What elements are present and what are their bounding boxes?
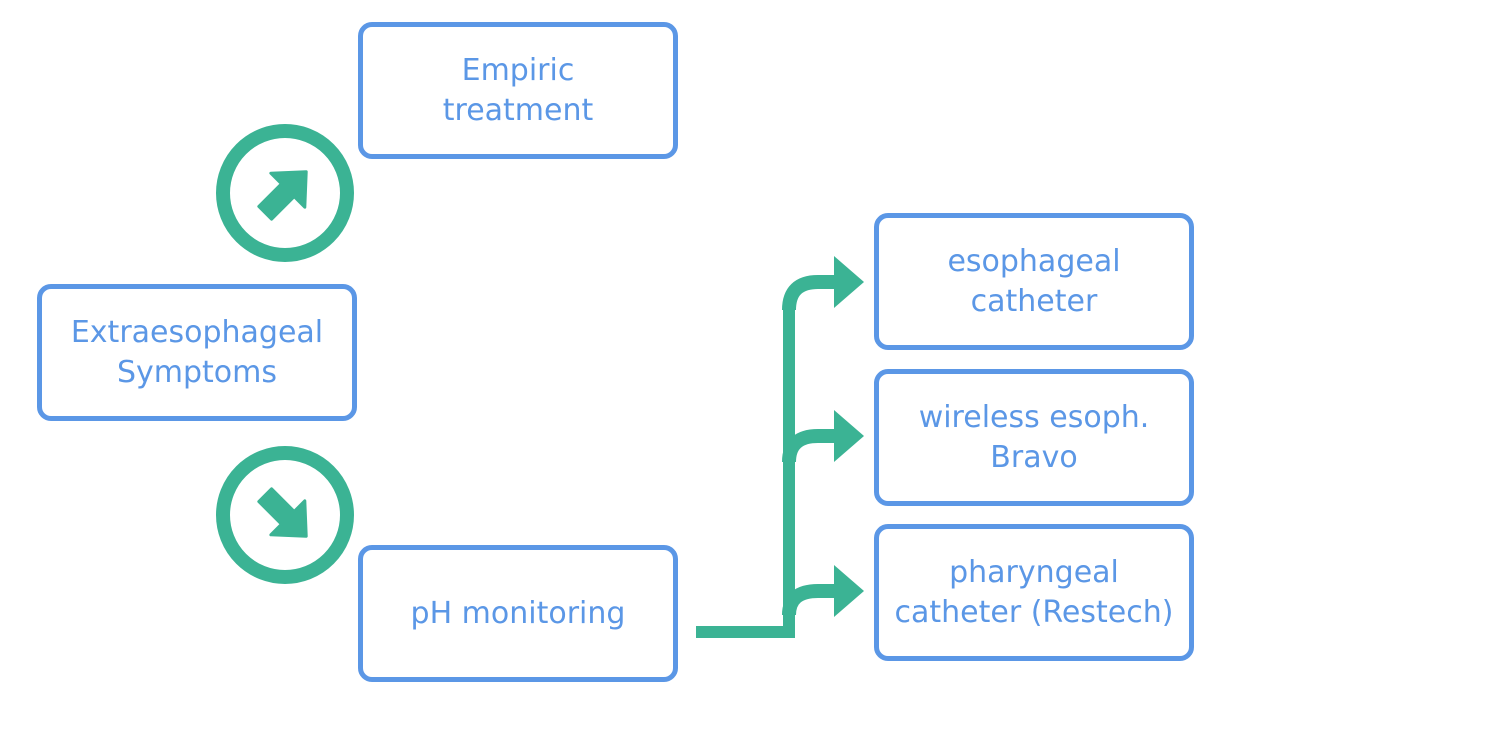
node-empiric-treatment: Empiric treatment bbox=[358, 22, 678, 159]
node-ph-monitoring-label: pH monitoring bbox=[410, 595, 626, 631]
node-pharyngeal-catheter-label: pharyngeal catheter (Restech) bbox=[894, 554, 1174, 630]
node-esophageal-catheter-label: esophageal catheter bbox=[947, 243, 1121, 319]
node-extraesophageal-symptoms: Extraesophageal Symptoms bbox=[37, 284, 357, 421]
node-wireless-bravo-label: wireless esoph. Bravo bbox=[918, 399, 1150, 475]
node-pharyngeal-catheter: pharyngeal catheter (Restech) bbox=[874, 524, 1194, 661]
node-esophageal-catheter: esophageal catheter bbox=[874, 213, 1194, 350]
node-extraesophageal-symptoms-label: Extraesophageal Symptoms bbox=[70, 314, 324, 390]
node-ph-monitoring: pH monitoring bbox=[358, 545, 678, 682]
branch-connector bbox=[696, 256, 864, 638]
arrow-up-right-circle-icon bbox=[216, 124, 354, 262]
node-wireless-bravo: wireless esoph. Bravo bbox=[874, 369, 1194, 506]
node-empiric-treatment-label: Empiric treatment bbox=[442, 52, 594, 128]
arrow-down-right-circle-icon bbox=[216, 446, 354, 584]
